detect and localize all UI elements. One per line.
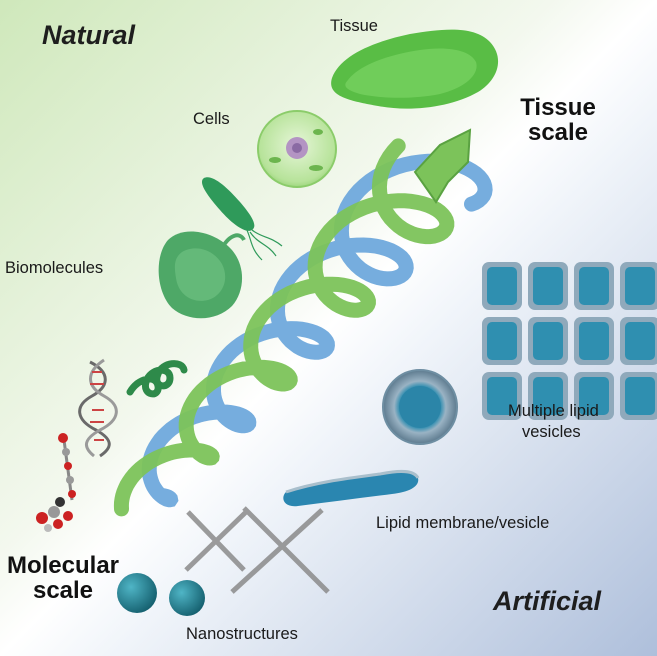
molecular-scale-line-2: scale (32, 577, 94, 604)
small-molecule-chain (58, 433, 76, 501)
vesicle-core (579, 267, 609, 305)
green-arrowhead (413, 128, 472, 204)
tissue-scale-label: Tissue scale (508, 95, 608, 145)
multiple-lipid-vesicles-line-1: Multiple lipid (508, 402, 599, 420)
vesicle-core (579, 322, 609, 360)
multiple-lipid-vesicles-line-2: vesicles (522, 423, 581, 441)
nanostructure-crosses (184, 506, 330, 594)
vesicle-core (533, 377, 563, 415)
vesicle-core (487, 377, 517, 415)
lipid-membrane-label: Lipid membrane/vesicle (376, 514, 550, 532)
tissue-scale-line-2: scale (527, 119, 589, 146)
nanoparticles (117, 573, 205, 616)
lipid-membrane (283, 469, 420, 507)
vesicle-core (487, 267, 517, 305)
multiple-lipid-vesicles (482, 262, 657, 420)
biomolecules-label: Biomolecules (5, 259, 104, 277)
tissue-blob (331, 29, 499, 109)
natural-label: Natural (42, 20, 136, 50)
biomolecule-protein (158, 231, 246, 319)
tissue-scale-line-1: Tissue (520, 94, 596, 121)
multiple-lipid-vesicles-label: Multiple lipid vesicles (508, 401, 599, 443)
small-molecule-cluster (36, 497, 73, 532)
vesicle-core (625, 322, 655, 360)
vesicle-core (579, 377, 609, 415)
cell (257, 110, 337, 188)
artificial-label: Artificial (493, 586, 602, 616)
molecular-scale-line-1: Molecular (6, 552, 120, 579)
green-ribbon (113, 138, 455, 517)
cells-label: Cells (193, 110, 230, 128)
vesicle-core (625, 267, 655, 305)
vesicle-core (487, 322, 517, 360)
lipid-vesicle (382, 369, 458, 445)
helix-ribbon (113, 138, 493, 517)
molecular-scale-label: Molecular scale (4, 553, 122, 603)
nanostructures-label: Nanostructures (186, 625, 298, 643)
blue-ribbon (141, 153, 493, 508)
vesicle-core (625, 377, 655, 415)
vesicle-core (533, 322, 563, 360)
peptide-helix (126, 360, 188, 398)
bacterium (201, 177, 283, 261)
vesicle-core (533, 267, 563, 305)
dna-helix (78, 358, 118, 458)
tissue-label: Tissue (330, 17, 378, 35)
